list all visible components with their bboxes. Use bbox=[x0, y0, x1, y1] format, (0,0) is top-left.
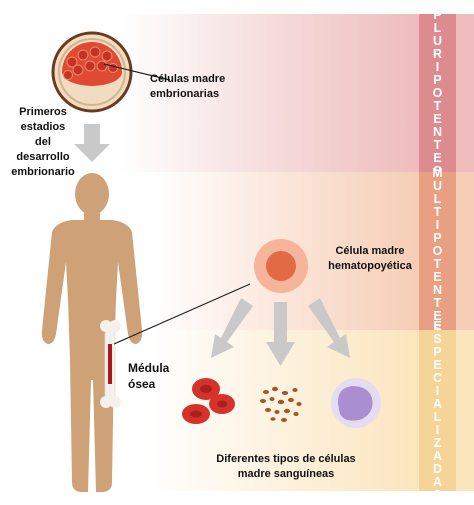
white-blood-cell-icon bbox=[331, 378, 381, 428]
early-label-line: Primeros bbox=[19, 106, 67, 118]
strip-letter: E bbox=[433, 318, 442, 333]
strip-letter: S bbox=[433, 321, 442, 336]
strip-letter: T bbox=[433, 295, 442, 310]
strip-letter: E bbox=[433, 111, 442, 126]
strip-letter: U bbox=[432, 33, 443, 48]
bone-marrow-label: Médula ósea bbox=[128, 360, 169, 392]
embryo-icon bbox=[51, 31, 133, 113]
hemato-label-line: hematopoyética bbox=[328, 260, 412, 272]
arrow-middle-icon bbox=[266, 302, 295, 366]
cells-label-line: madre sanguíneas bbox=[237, 468, 335, 480]
strip-letter: R bbox=[432, 46, 443, 61]
embryonic-cells-label: Células madre embrionarias bbox=[150, 72, 225, 102]
strip-letter: P bbox=[433, 72, 442, 87]
human-body-icon bbox=[41, 173, 143, 492]
arrow-right-icon bbox=[308, 298, 350, 358]
marrow-pointer-line bbox=[113, 283, 251, 345]
strip-letter: P bbox=[433, 230, 442, 245]
strip-letter: P bbox=[433, 344, 442, 359]
blood-cell-types-label: Diferentes tipos de células madre sanguí… bbox=[186, 452, 386, 482]
strip-letter: E bbox=[433, 357, 442, 372]
strip-letter: A bbox=[432, 448, 443, 463]
strip-letter: O bbox=[432, 243, 443, 258]
embryo-pointer-line bbox=[103, 63, 171, 81]
strip-letter: E bbox=[433, 308, 442, 323]
hematopoietic-cell-icon bbox=[254, 239, 308, 293]
strip-letter: S bbox=[433, 331, 442, 346]
strip-letter: P bbox=[433, 7, 442, 22]
early-development-label: Primeros estadios del desarrollo embrion… bbox=[2, 105, 84, 180]
strip-letter: T bbox=[433, 98, 442, 113]
strip-letter: L bbox=[433, 191, 442, 206]
strip-letter: S bbox=[433, 163, 442, 178]
strip-letter: I bbox=[435, 59, 440, 74]
strip-letter: E bbox=[433, 269, 442, 284]
hemato-label-line: Célula madre bbox=[335, 245, 405, 257]
embryonic-label-line: Células madre bbox=[150, 73, 226, 85]
strip-letter: O bbox=[432, 85, 443, 100]
strip-letter: I bbox=[435, 383, 440, 398]
strip-letter: T bbox=[433, 137, 442, 152]
strip-letter: N bbox=[432, 124, 443, 139]
strip-letter: U bbox=[432, 178, 443, 193]
embryonic-label-line: embrionarias bbox=[150, 88, 220, 100]
strip-letter: M bbox=[432, 165, 443, 180]
early-label-line: estadios bbox=[20, 121, 66, 133]
marrow-label-line: ósea bbox=[128, 377, 156, 391]
strip-letter: S bbox=[433, 487, 442, 502]
early-label-line: embrionario bbox=[11, 166, 75, 178]
platelets-icon bbox=[260, 386, 302, 422]
strip-letter: T bbox=[433, 256, 442, 271]
cells-label-line: Diferentes tipos de células bbox=[216, 453, 356, 465]
strip-letter: I bbox=[435, 217, 440, 232]
strip-letter: I bbox=[435, 422, 440, 437]
strip-letter: L bbox=[433, 20, 442, 35]
early-label-line: desarrollo bbox=[16, 151, 70, 163]
bone-icon bbox=[100, 320, 121, 408]
strip-letter: D bbox=[432, 461, 443, 476]
early-label-line: del bbox=[35, 136, 51, 148]
strip-letter: A bbox=[432, 474, 443, 489]
strip-letter: Z bbox=[433, 435, 442, 450]
down-arrow-icon bbox=[74, 124, 110, 162]
strip-letter: L bbox=[433, 409, 442, 424]
marrow-label-line: Médula bbox=[128, 361, 170, 375]
hematopoietic-label: Célula madre hematopoyética bbox=[322, 244, 418, 274]
strip-letter: T bbox=[433, 204, 442, 219]
strip-letter: E bbox=[433, 150, 442, 165]
strip-letter: A bbox=[432, 396, 443, 411]
arrow-left-icon bbox=[211, 298, 253, 358]
strip-letter: N bbox=[432, 282, 443, 297]
strip-letter: C bbox=[432, 370, 443, 385]
red-blood-cells-icon bbox=[182, 378, 235, 424]
